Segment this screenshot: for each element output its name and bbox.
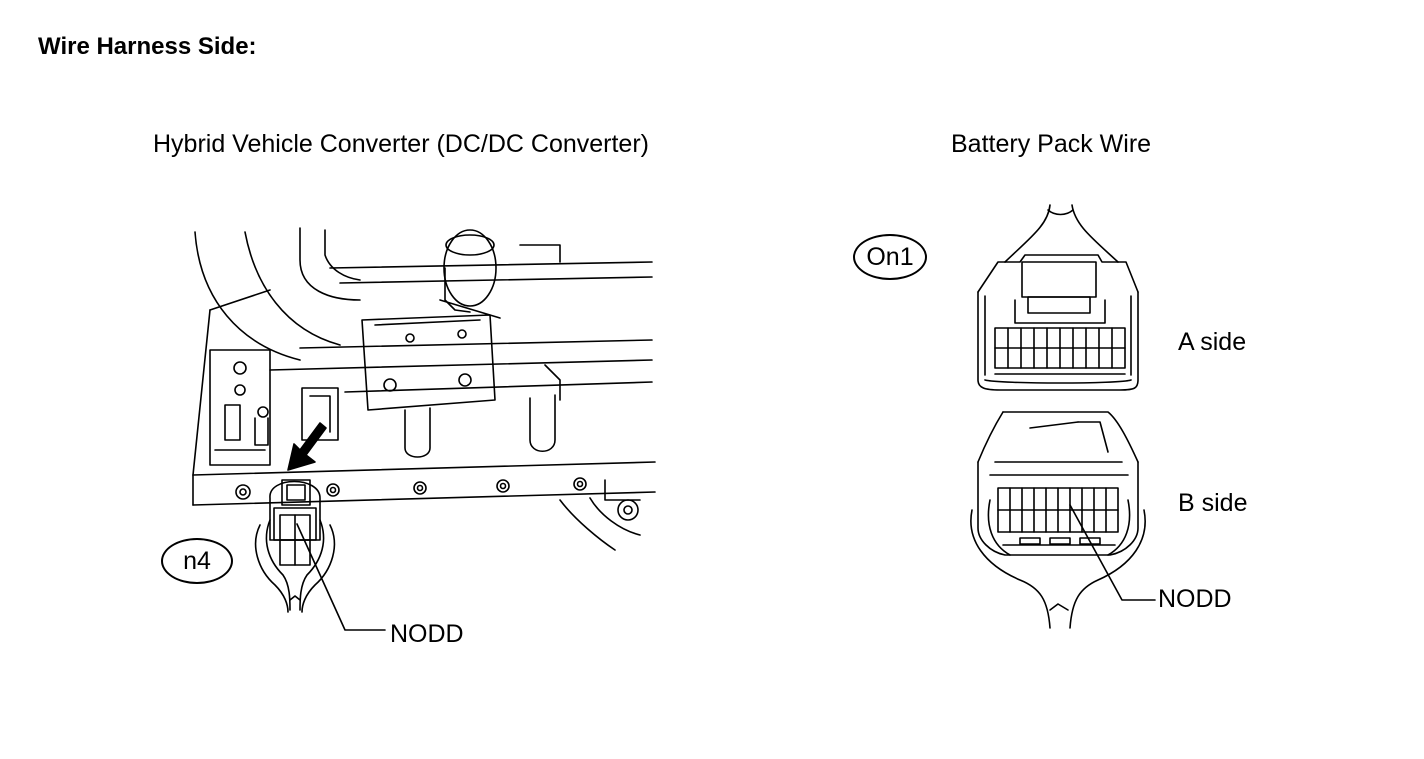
- nodd-right-leader: [1069, 504, 1156, 601]
- b-side-label: B side: [1178, 489, 1248, 517]
- connector-code-on1: On1: [853, 234, 927, 280]
- arrow-icon: [287, 422, 327, 471]
- connector-n4-drawing: [254, 479, 336, 613]
- connector-a-side-drawing: [977, 204, 1139, 391]
- nodd-left-leader: [296, 523, 386, 631]
- connector-b-side-drawing: [970, 411, 1146, 629]
- page-heading: Wire Harness Side:: [38, 33, 257, 60]
- nodd-left-label: NODD: [390, 620, 464, 648]
- a-side-label: A side: [1178, 328, 1247, 356]
- battery-pack-caption: Battery Pack Wire: [951, 130, 1152, 158]
- converter-caption: Hybrid Vehicle Converter (DC/DC Converte…: [153, 130, 649, 158]
- converter-illustration: [192, 227, 656, 551]
- nodd-right-label: NODD: [1158, 585, 1232, 613]
- connector-code-on1-label: On1: [866, 242, 914, 271]
- connector-code-n4: n4: [161, 538, 233, 584]
- connector-code-n4-label: n4: [183, 546, 211, 575]
